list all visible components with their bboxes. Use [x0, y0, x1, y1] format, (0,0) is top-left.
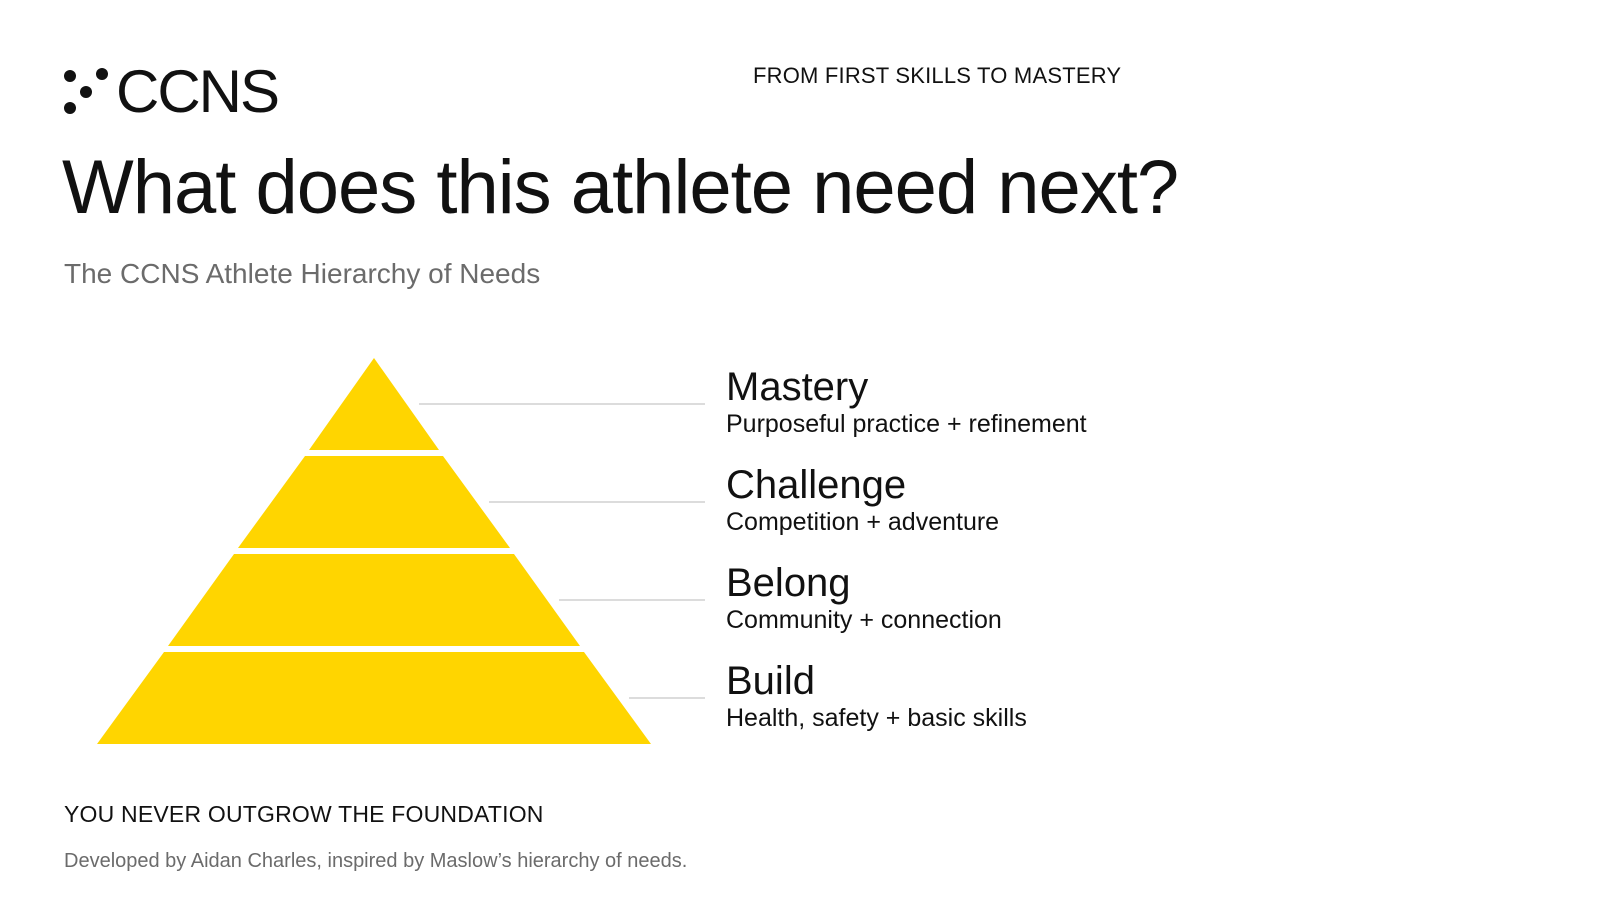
pyramid-tier-build	[97, 652, 651, 744]
level-challenge: Challenge Competition + adventure	[726, 463, 999, 538]
level-name: Challenge	[726, 463, 907, 507]
pyramid-tier-belong	[168, 554, 580, 646]
level-belong: Belong Community + connection	[726, 561, 1002, 636]
level-description: Health, safety + basic skills	[726, 704, 1027, 732]
level-name: Belong	[726, 561, 851, 605]
level-mastery: Mastery Purposeful practice + refinement	[726, 365, 1087, 440]
tagline: FROM FIRST SKILLS TO MASTERY	[753, 63, 1122, 88]
level-description: Competition + adventure	[726, 508, 1000, 536]
level-build: Build Health, safety + basic skills	[726, 659, 1027, 734]
page-title: What does this athlete need next?	[62, 145, 1179, 230]
pyramid-tier-challenge	[238, 456, 510, 548]
dots-logo-icon	[64, 68, 108, 114]
level-description: Community + connection	[726, 606, 1002, 634]
level-description: Purposeful practice + refinement	[726, 410, 1087, 438]
credit-text: Developed by Aidan Charles, inspired by …	[64, 850, 688, 872]
footer-heading: YOU NEVER OUTGROW THE FOUNDATION	[64, 801, 544, 827]
level-name: Build	[726, 659, 815, 703]
brand-name: CCNS	[116, 58, 280, 125]
pyramid-tiers	[97, 358, 651, 744]
level-name: Mastery	[726, 365, 869, 409]
page-subtitle: The CCNS Athlete Hierarchy of Needs	[64, 258, 541, 289]
brand-logo: CCNS	[64, 58, 280, 125]
pyramid-tier-mastery	[309, 358, 439, 450]
